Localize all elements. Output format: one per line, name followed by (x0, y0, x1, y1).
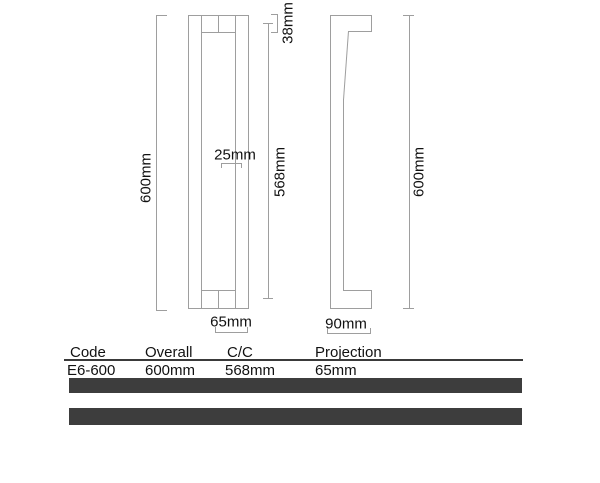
front-crossbar-bottom-seam (218, 290, 219, 308)
dim-line (409, 15, 410, 308)
dim-label-568mm: 568mm (271, 146, 289, 198)
side-bottom-arm-right (371, 290, 372, 309)
dim-tick (327, 328, 328, 333)
dim-tick (263, 23, 273, 24)
dim-line (221, 163, 242, 164)
front-crossbar-top-seam (218, 15, 219, 32)
front-crossbar-top-line (201, 32, 236, 33)
side-top-arm-right (371, 15, 372, 32)
table-header-overall: Overall (145, 344, 193, 361)
dim-tick (215, 327, 216, 332)
front-outline-right (248, 15, 249, 309)
dim-line (156, 15, 157, 310)
separator-bar-top (69, 378, 522, 393)
dim-tick (403, 308, 414, 309)
table-cell-cc: 568mm (225, 362, 276, 379)
table-header-projection: Projection (315, 344, 382, 361)
dim-tick (263, 298, 273, 299)
dim-line (277, 14, 278, 33)
dim-label-38mm: 38mm (279, 2, 297, 44)
side-outline-top (330, 15, 372, 16)
dim-label-front-600mm: 600mm (137, 152, 155, 204)
dim-line (327, 333, 371, 334)
separator-bar-bottom (69, 408, 522, 425)
table-header-code: Code (70, 344, 106, 361)
front-rail-left (201, 15, 202, 308)
dim-tick (271, 32, 278, 33)
dim-label-25mm: 25mm (214, 146, 256, 164)
side-outline-left (330, 15, 331, 309)
front-outline-bottom (188, 308, 249, 309)
dim-tick (241, 163, 242, 168)
front-outline-left (188, 15, 189, 309)
table-cell-projection: 65mm (315, 362, 357, 379)
dim-tick (247, 327, 248, 332)
dim-tick (370, 328, 371, 333)
dim-line (215, 332, 248, 333)
dim-label-65mm: 65mm (210, 313, 252, 331)
dim-tick (271, 14, 278, 15)
dim-label-side-600mm: 600mm (410, 146, 428, 198)
side-grip-inner (343, 99, 344, 291)
front-rail-right (235, 15, 236, 308)
dim-tick (403, 15, 414, 16)
table-header-cc: C/C (227, 344, 253, 361)
side-top-arm-inner (348, 31, 372, 32)
side-bottom-arm-inner (343, 290, 372, 291)
table-cell-code: E6-600 (67, 362, 116, 379)
table-header-rule (64, 359, 523, 361)
dim-line (268, 23, 269, 298)
side-grip-taper (343, 31, 349, 100)
dim-tick (156, 15, 167, 16)
dim-tick (156, 310, 167, 311)
side-outline-bottom (330, 308, 372, 309)
table-cell-overall: 600mm (145, 362, 196, 379)
dim-label-90mm: 90mm (325, 315, 367, 333)
dim-tick (221, 163, 222, 168)
